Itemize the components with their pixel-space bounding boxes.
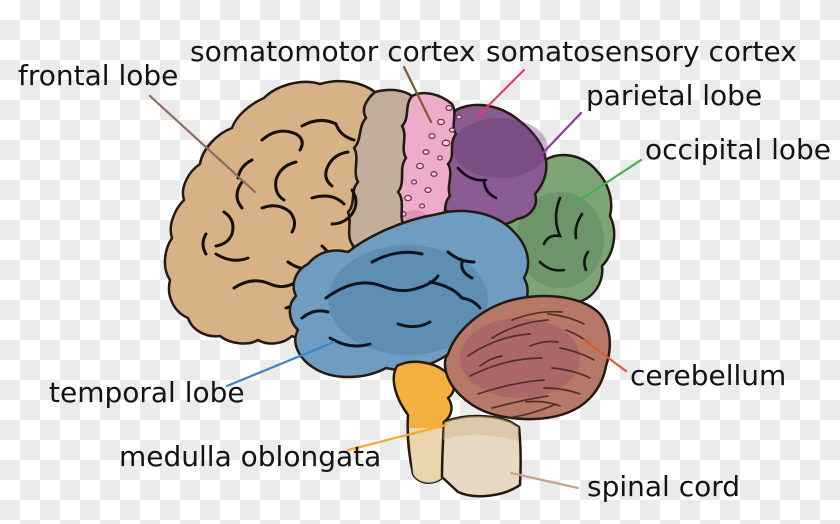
leader-lines bbox=[148, 65, 643, 490]
temporal-gyri bbox=[300, 250, 482, 348]
label-frontal-lobe: frontal lobe bbox=[18, 59, 179, 92]
spinal-cord-region bbox=[440, 414, 522, 498]
leader-spinal-cord bbox=[509, 471, 580, 490]
label-medulla-oblongata: medulla oblongata bbox=[119, 440, 382, 473]
leader-medulla-oblongata bbox=[346, 423, 448, 452]
cerebellum-region bbox=[443, 294, 612, 421]
label-spinal-cord: spinal cord bbox=[587, 470, 741, 503]
temporal-shading bbox=[328, 245, 488, 355]
label-temporal-lobe: temporal lobe bbox=[49, 376, 245, 409]
parietal-lobe-region bbox=[441, 103, 548, 227]
label-cerebellum: cerebellum bbox=[630, 359, 787, 392]
label-somatomotor-cortex: somatomotor cortex bbox=[190, 35, 476, 68]
label-parietal-lobe: parietal lobe bbox=[586, 79, 763, 112]
frontal-gyri bbox=[201, 119, 358, 310]
medulla-fade bbox=[409, 428, 445, 483]
spinal-cord-top-shading bbox=[443, 416, 519, 441]
label-somatosensory-cortex: somatosensory cortex bbox=[486, 35, 797, 68]
occipital-gyri bbox=[512, 196, 590, 272]
label-occipital-lobe: occipital lobe bbox=[645, 133, 831, 166]
parietal-shading bbox=[452, 118, 548, 178]
cerebellum-inner-shading bbox=[460, 318, 580, 398]
leader-somatomotor-cortex bbox=[402, 65, 433, 124]
parietal-gyri bbox=[456, 166, 498, 200]
leader-frontal-lobe bbox=[148, 94, 257, 194]
leader-temporal-lobe bbox=[225, 340, 336, 388]
leader-parietal-lobe bbox=[538, 111, 583, 158]
leader-somatosensory-cortex bbox=[475, 68, 526, 119]
leader-occipital-lobe bbox=[572, 158, 643, 206]
leader-cerebellum bbox=[582, 338, 628, 373]
